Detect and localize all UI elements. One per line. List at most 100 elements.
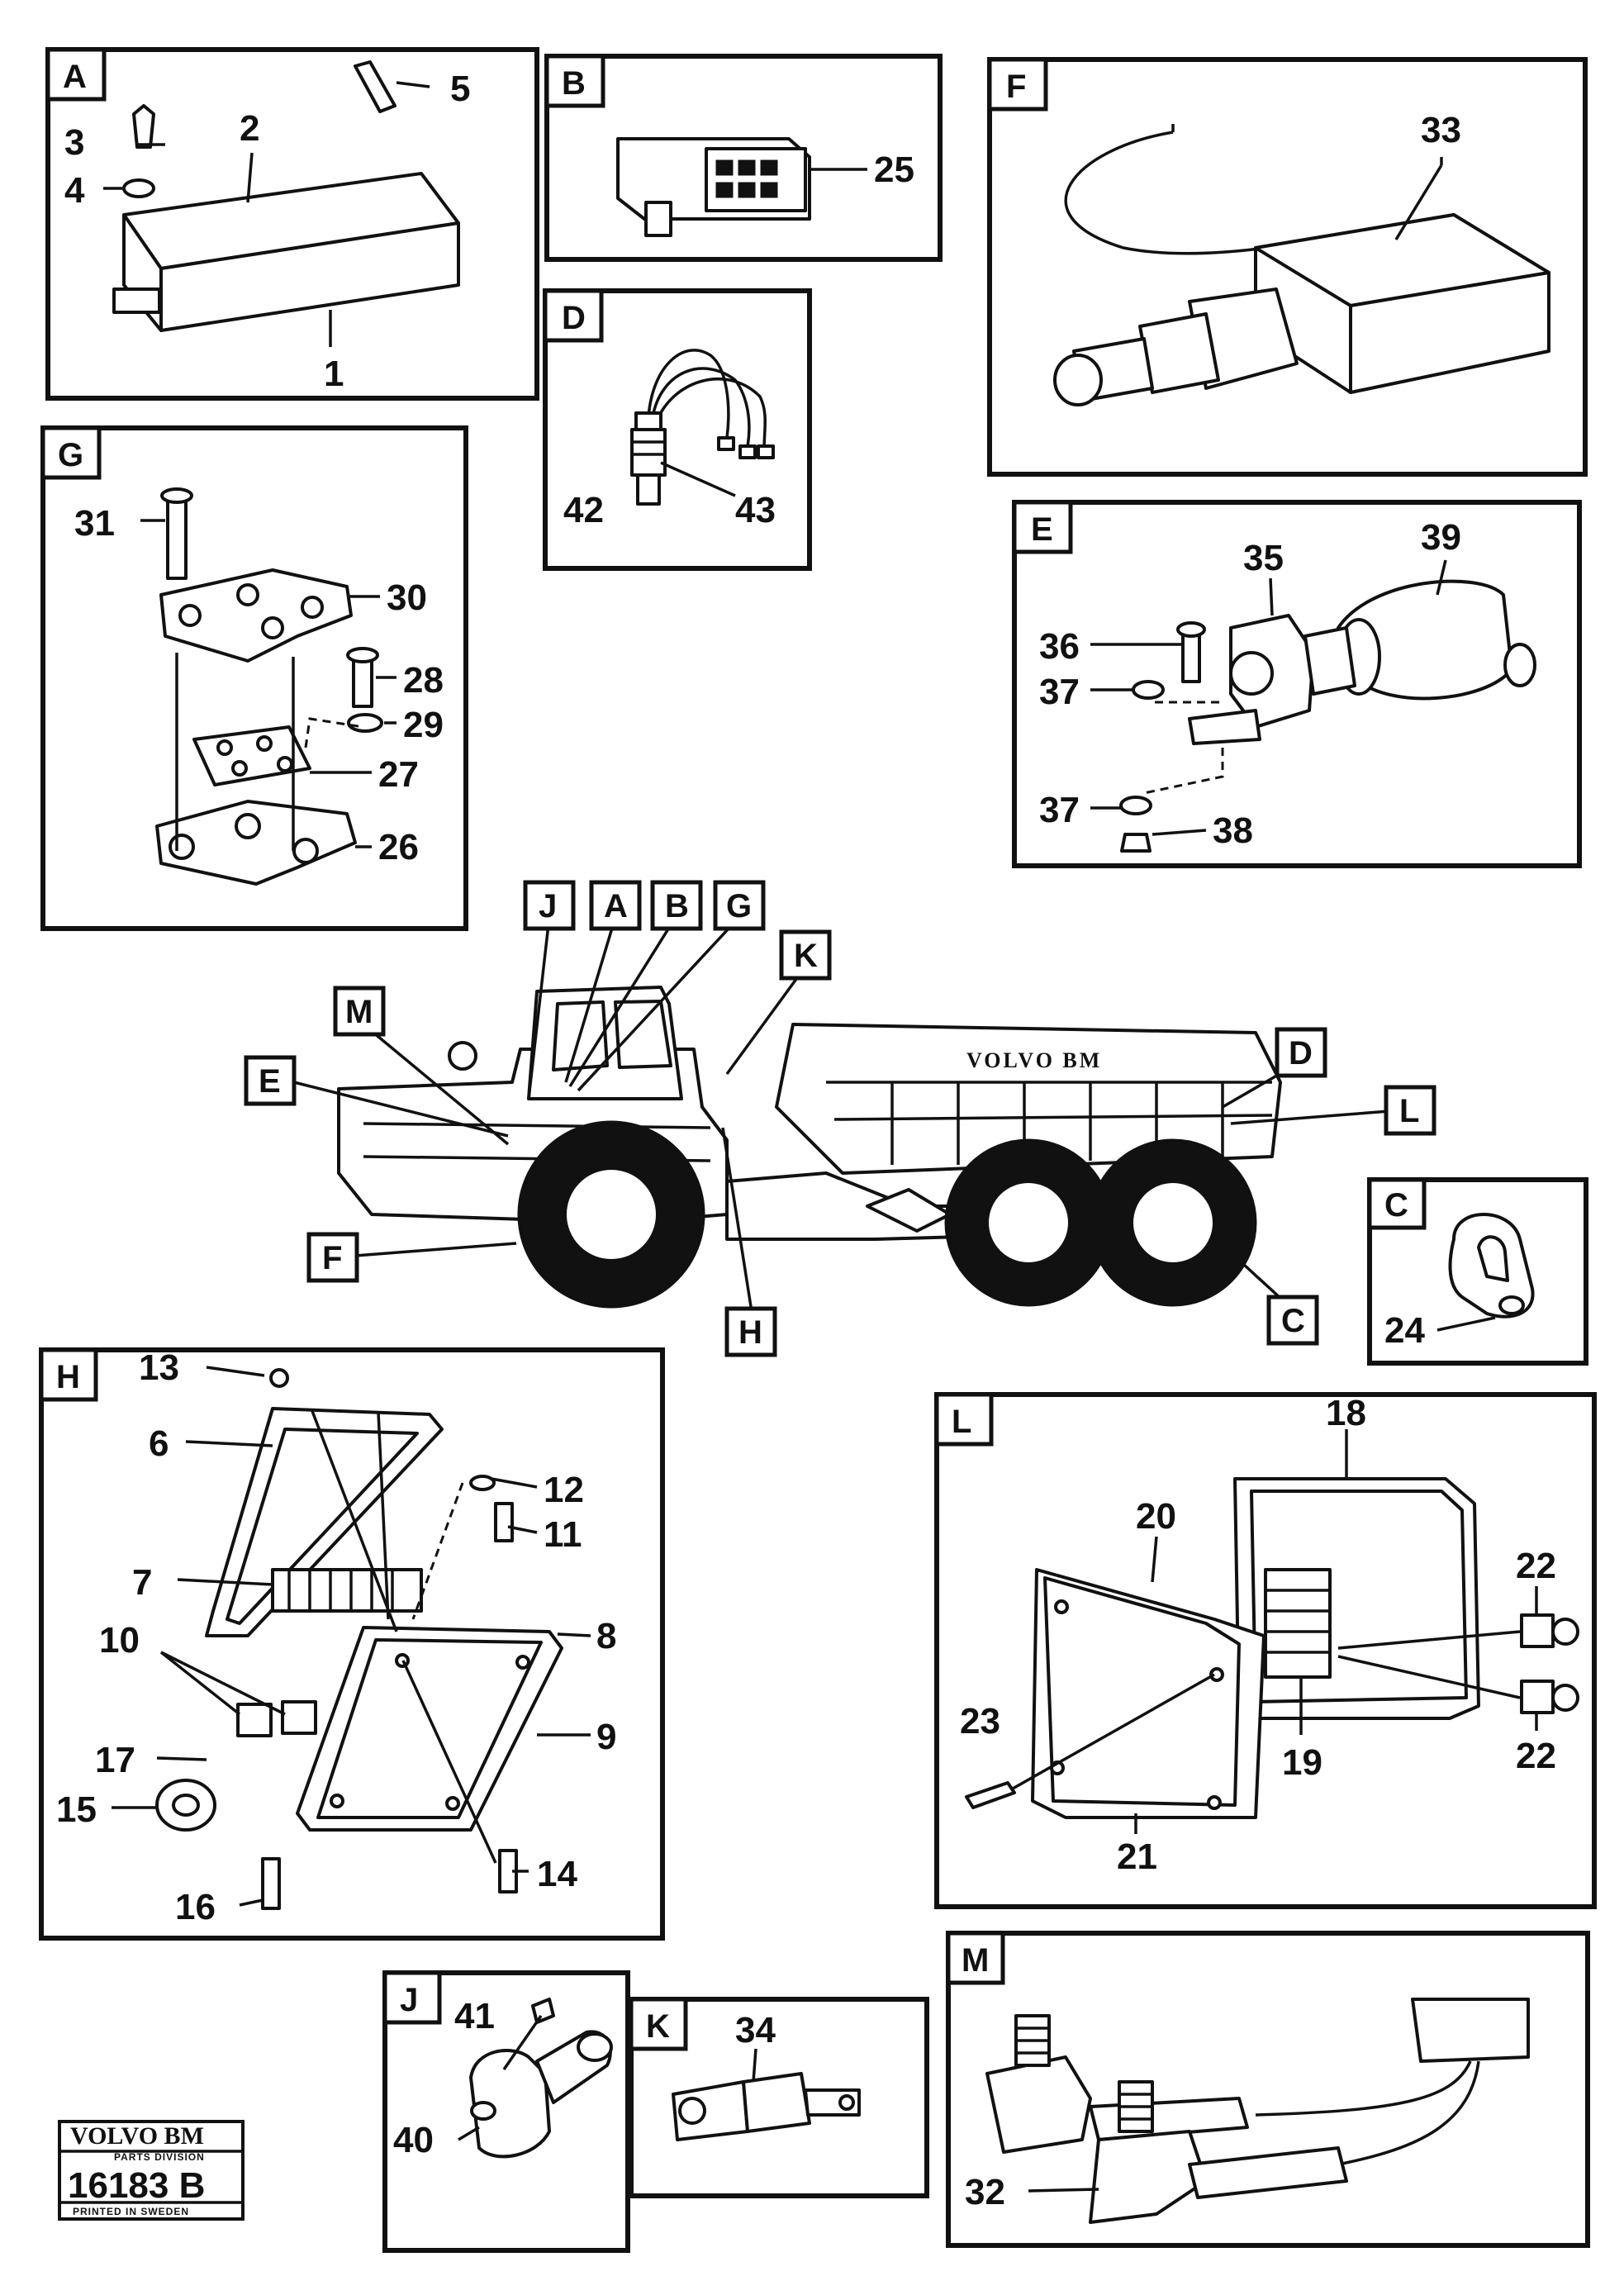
- callout-17: 17: [95, 1740, 135, 1780]
- callout-16: 16: [175, 1887, 216, 1927]
- callout-32: 32: [965, 2172, 1005, 2212]
- panel-h-letter: H: [56, 1359, 80, 1395]
- callout-31: 31: [74, 503, 115, 544]
- tag-a: A: [604, 888, 628, 924]
- logo-printed: PRINTED IN SWEDEN: [73, 2206, 189, 2217]
- callout-37a: 37: [1039, 672, 1080, 712]
- callout-29: 29: [403, 705, 444, 745]
- panel-f: F 33: [987, 57, 1588, 477]
- callout-25: 25: [874, 150, 914, 190]
- panel-a-letter: A: [63, 59, 87, 95]
- panel-a: A 5 3 2 4 1: [45, 47, 539, 401]
- dump-truck-illustration: VOLVO BM: [337, 986, 1282, 1309]
- tag-h: H: [738, 1314, 762, 1351]
- tail-light-box-part: [965, 1477, 1579, 1819]
- callout-21: 21: [1117, 1836, 1157, 1877]
- junction-box-part: [155, 1368, 563, 1910]
- callout-12: 12: [544, 1470, 584, 1510]
- panel-k-letter: K: [646, 2008, 670, 2045]
- callout-38: 38: [1213, 810, 1253, 851]
- callout-22a: 22: [1516, 1546, 1556, 1586]
- callout-40: 40: [393, 2120, 434, 2160]
- cable-terminal-part: [985, 1998, 1530, 2224]
- callout-37b: 37: [1039, 790, 1080, 830]
- tag-d: D: [1289, 1035, 1313, 1071]
- callout-41: 41: [454, 1996, 495, 2036]
- callout-42: 42: [563, 490, 604, 530]
- panel-j-letter: J: [400, 1982, 418, 2018]
- plug-part: [672, 2072, 861, 2141]
- rear-wheel-1: [944, 1138, 1113, 1307]
- relay-box-part: [112, 60, 460, 332]
- callout-13: 13: [139, 1347, 179, 1388]
- callout-23: 23: [960, 1701, 1000, 1741]
- panel-g: G 31: [40, 425, 468, 931]
- callout-26: 26: [378, 827, 419, 867]
- callout-2: 2: [240, 108, 259, 149]
- callout-33: 33: [1421, 110, 1461, 150]
- panel-d-letter: D: [562, 300, 586, 336]
- callout-27: 27: [378, 754, 419, 795]
- tag-b: B: [665, 888, 689, 924]
- volvo-bm-parts-stamp: VOLVO BM PARTS DIVISION 16183 B PRINTED …: [58, 2120, 245, 2221]
- callout-3: 3: [64, 122, 84, 163]
- callout-34: 34: [735, 2010, 776, 2050]
- callout-11: 11: [544, 1514, 582, 1555]
- callout-9: 9: [596, 1717, 616, 1757]
- panel-e-letter: E: [1031, 511, 1053, 548]
- callout-4: 4: [64, 170, 85, 211]
- logo-brand: VOLVO BM: [70, 2122, 204, 2150]
- logo-division: PARTS DIVISION: [114, 2151, 205, 2163]
- tag-e: E: [259, 1063, 281, 1100]
- callout-15: 15: [56, 1789, 97, 1830]
- panel-b: B 25: [544, 54, 943, 262]
- bracket-assembly-part: [155, 487, 383, 886]
- stop-light-switch-part: [1053, 124, 1550, 406]
- callout-20: 20: [1136, 1496, 1176, 1537]
- socket-part: [469, 1998, 613, 2159]
- sensor-part: [630, 349, 775, 506]
- panel-g-letter: G: [58, 437, 83, 473]
- callout-35: 35: [1243, 538, 1284, 578]
- panel-l: L 18 20: [934, 1392, 1597, 1909]
- callout-24: 24: [1384, 1310, 1425, 1351]
- callout-14: 14: [537, 1854, 577, 1894]
- panel-c: C 24: [1367, 1177, 1588, 1366]
- logo-number: 16183 B: [68, 2165, 205, 2206]
- callout-5: 5: [450, 69, 470, 109]
- panel-e: E 35 39 36 37 37 38: [1012, 500, 1582, 868]
- tag-j: J: [539, 888, 557, 924]
- callout-10: 10: [99, 1620, 140, 1661]
- callout-43: 43: [735, 490, 776, 530]
- tag-c: C: [1281, 1303, 1305, 1339]
- front-wheel: [517, 1120, 705, 1309]
- location-leader-lines: [287, 915, 1390, 1313]
- truck-brand-text: VOLVO BM: [966, 1048, 1102, 1072]
- callout-18: 18: [1326, 1393, 1366, 1433]
- callout-8: 8: [596, 1616, 616, 1656]
- panel-b-letter: B: [562, 65, 586, 102]
- callout-1: 1: [324, 354, 344, 394]
- tag-k: K: [794, 938, 818, 974]
- rear-wheel-2: [1089, 1138, 1257, 1307]
- panel-f-letter: F: [1006, 69, 1026, 105]
- callout-36: 36: [1039, 626, 1080, 667]
- panel-c-letter: C: [1384, 1187, 1408, 1224]
- clamp-part: [1448, 1213, 1535, 1319]
- connector-part: [616, 137, 811, 237]
- tag-m: M: [345, 994, 373, 1030]
- tag-l: L: [1399, 1093, 1419, 1129]
- panel-m: M 32: [946, 1931, 1590, 2248]
- location-tags: J A B G K M E D L F H C: [244, 880, 1436, 1357]
- light-switch-part: [1119, 579, 1536, 853]
- callout-6: 6: [149, 1423, 169, 1464]
- panel-l-letter: L: [952, 1404, 971, 1440]
- panel-m-letter: M: [962, 1942, 989, 1979]
- tag-f: F: [322, 1240, 342, 1276]
- callout-28: 28: [403, 660, 444, 701]
- panel-h: H: [39, 1347, 665, 1941]
- tag-g: G: [726, 888, 752, 924]
- panel-d: D 42 43: [543, 288, 812, 571]
- callout-39: 39: [1421, 517, 1461, 558]
